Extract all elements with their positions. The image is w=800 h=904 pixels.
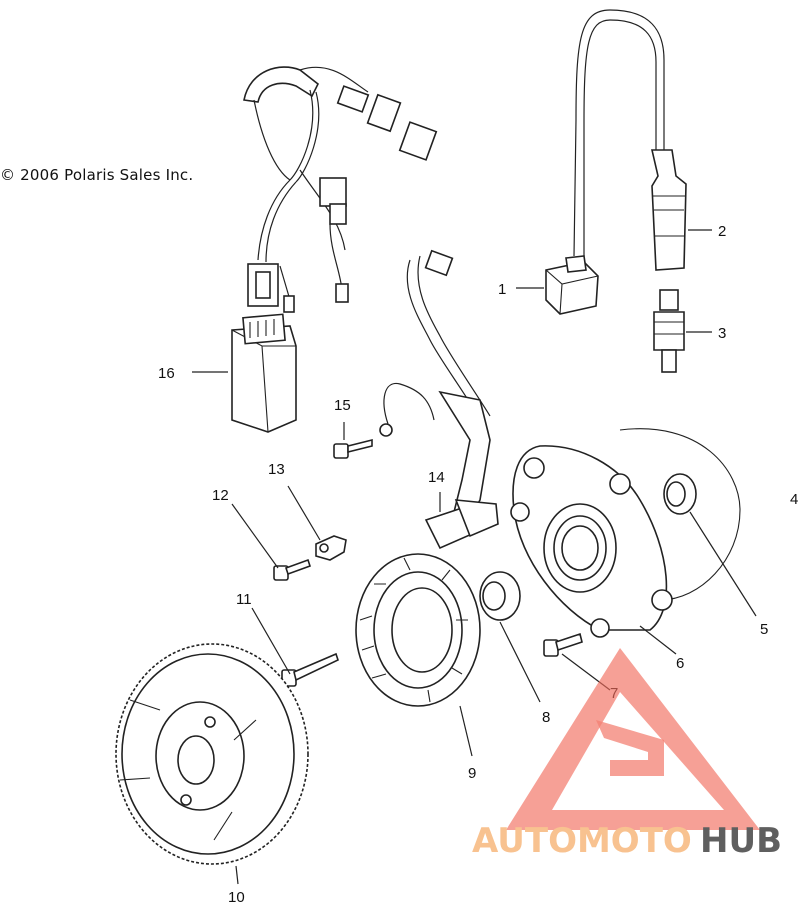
automotohub-watermark: AUTOMOTO HUB: [472, 648, 782, 861]
watermark-brand-part1: AUTOMOTO: [472, 821, 692, 861]
part-10-flywheel: [115, 643, 309, 865]
callout-9: 9: [468, 765, 476, 782]
callout-12: 12: [212, 487, 229, 504]
watermark-triangle-icon: [506, 648, 760, 830]
callout-2: 2: [718, 223, 726, 240]
copyright-notice: © 2006 Polaris Sales Inc.: [0, 166, 194, 184]
part-5-seal: [663, 473, 697, 515]
part-9-stator: [355, 553, 481, 707]
part-15-bolt: [333, 382, 435, 459]
callout-11: 11: [236, 591, 252, 608]
callout-8: 8: [542, 709, 550, 726]
callout-15: 15: [334, 397, 351, 414]
callout-13: 13: [268, 461, 285, 478]
callout-14: 14: [428, 469, 445, 486]
part-8-seal: [479, 571, 521, 621]
callout-5: 5: [760, 621, 768, 638]
callout-1: 1: [498, 281, 506, 298]
callout-10: 10: [228, 889, 245, 904]
part-12-bolt: [273, 558, 312, 581]
part-2-spark-plug-cap: [650, 149, 687, 271]
part-7-bolt: [543, 632, 583, 657]
part-6-stator-plate: [510, 445, 673, 638]
watermark-brand-part2: HUB: [700, 821, 782, 861]
callout-16: 16: [158, 365, 175, 382]
callout-4: 4: [790, 491, 798, 508]
part-13-clip: [315, 535, 347, 561]
callout-3: 3: [718, 325, 726, 342]
callout-6: 6: [676, 655, 684, 672]
part-14-pulse-coil: [406, 249, 499, 550]
part-3-spark-plug: [653, 289, 685, 373]
wire-harness: [243, 66, 438, 313]
part-16-cdi-box: [231, 313, 297, 433]
part-4-cover: [619, 428, 741, 601]
part-1-ignition-coil: [545, 9, 665, 315]
part-11-bolt: [281, 652, 339, 687]
